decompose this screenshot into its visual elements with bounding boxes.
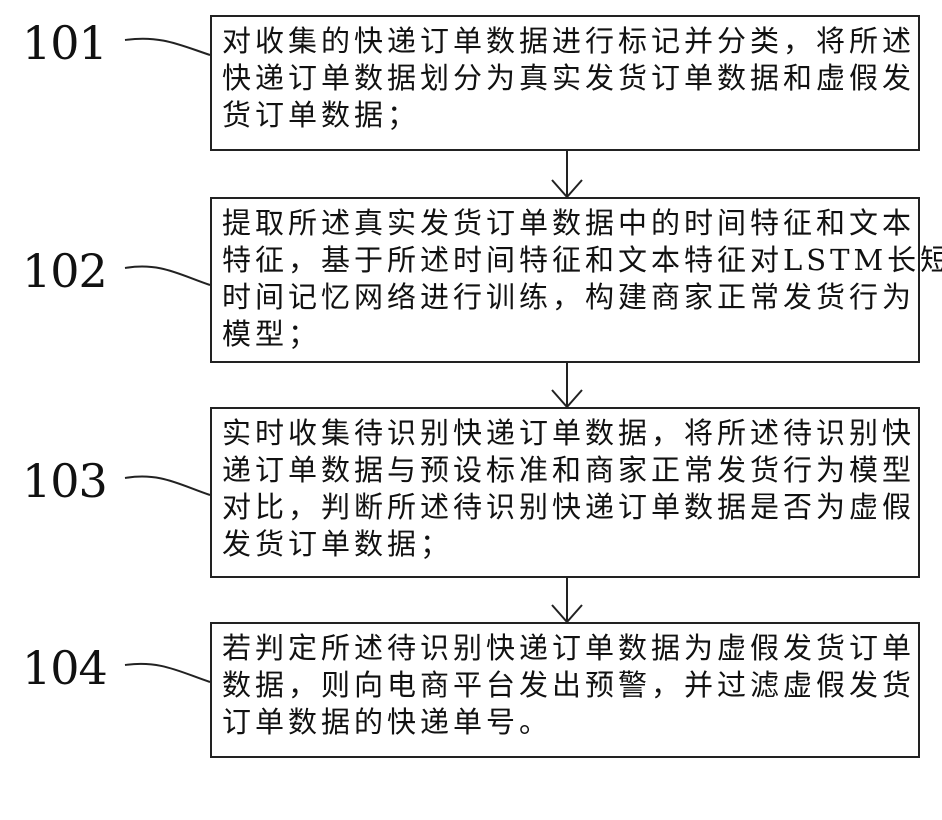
step-text-line: 时间记忆网络进行训练，构建商家正常发货行为: [222, 279, 908, 316]
step-box-102: 提取所述真实发货订单数据中的时间特征和文本 特征，基于所述时间特征和文本特征对L…: [210, 197, 920, 363]
step-text-line: 对比，判断所述待识别快递订单数据是否为虚假: [222, 489, 908, 526]
step-label-103: 103: [22, 454, 107, 508]
step-label-102: 102: [22, 244, 107, 298]
arrow-2-3: [552, 362, 582, 407]
step-text-line: 特征，基于所述时间特征和文本特征对LSTM长短: [222, 242, 908, 279]
step-box-104: 若判定所述待识别快递订单数据为虚假发货订单 数据，则向电商平台发出预警，并过滤虚…: [210, 622, 920, 758]
step-text-line: 数据，则向电商平台发出预警，并过滤虚假发货: [222, 667, 908, 704]
leader-line-101: [125, 39, 210, 55]
arrow-1-2: [552, 150, 582, 197]
step-text-line: 模型；: [222, 316, 908, 353]
arrow-3-4: [552, 577, 582, 622]
step-text-line: 货订单数据；: [222, 97, 908, 134]
step-box-103: 实时收集待识别快递订单数据，将所述待识别快 递订单数据与预设标准和商家正常发货行…: [210, 407, 920, 578]
step-text-line: 提取所述真实发货订单数据中的时间特征和文本: [222, 205, 908, 242]
leader-line-104: [125, 664, 210, 682]
step-text-line: 订单数据的快递单号。: [222, 704, 908, 741]
step-label-104: 104: [22, 641, 107, 695]
step-box-101: 对收集的快递订单数据进行标记并分类，将所述 快递订单数据划分为真实发货订单数据和…: [210, 15, 920, 151]
step-text-line: 发货订单数据；: [222, 526, 908, 563]
leader-line-102: [125, 266, 210, 285]
step-label-101: 101: [22, 16, 107, 70]
step-text-line: 快递订单数据划分为真实发货订单数据和虚假发: [222, 60, 908, 97]
step-text-line: 实时收集待识别快递订单数据，将所述待识别快: [222, 415, 908, 452]
step-text-line: 对收集的快递订单数据进行标记并分类，将所述: [222, 23, 908, 60]
step-text-line: 递订单数据与预设标准和商家正常发货行为模型: [222, 452, 908, 489]
leader-line-103: [125, 476, 210, 495]
step-text-line: 若判定所述待识别快递订单数据为虚假发货订单: [222, 630, 908, 667]
